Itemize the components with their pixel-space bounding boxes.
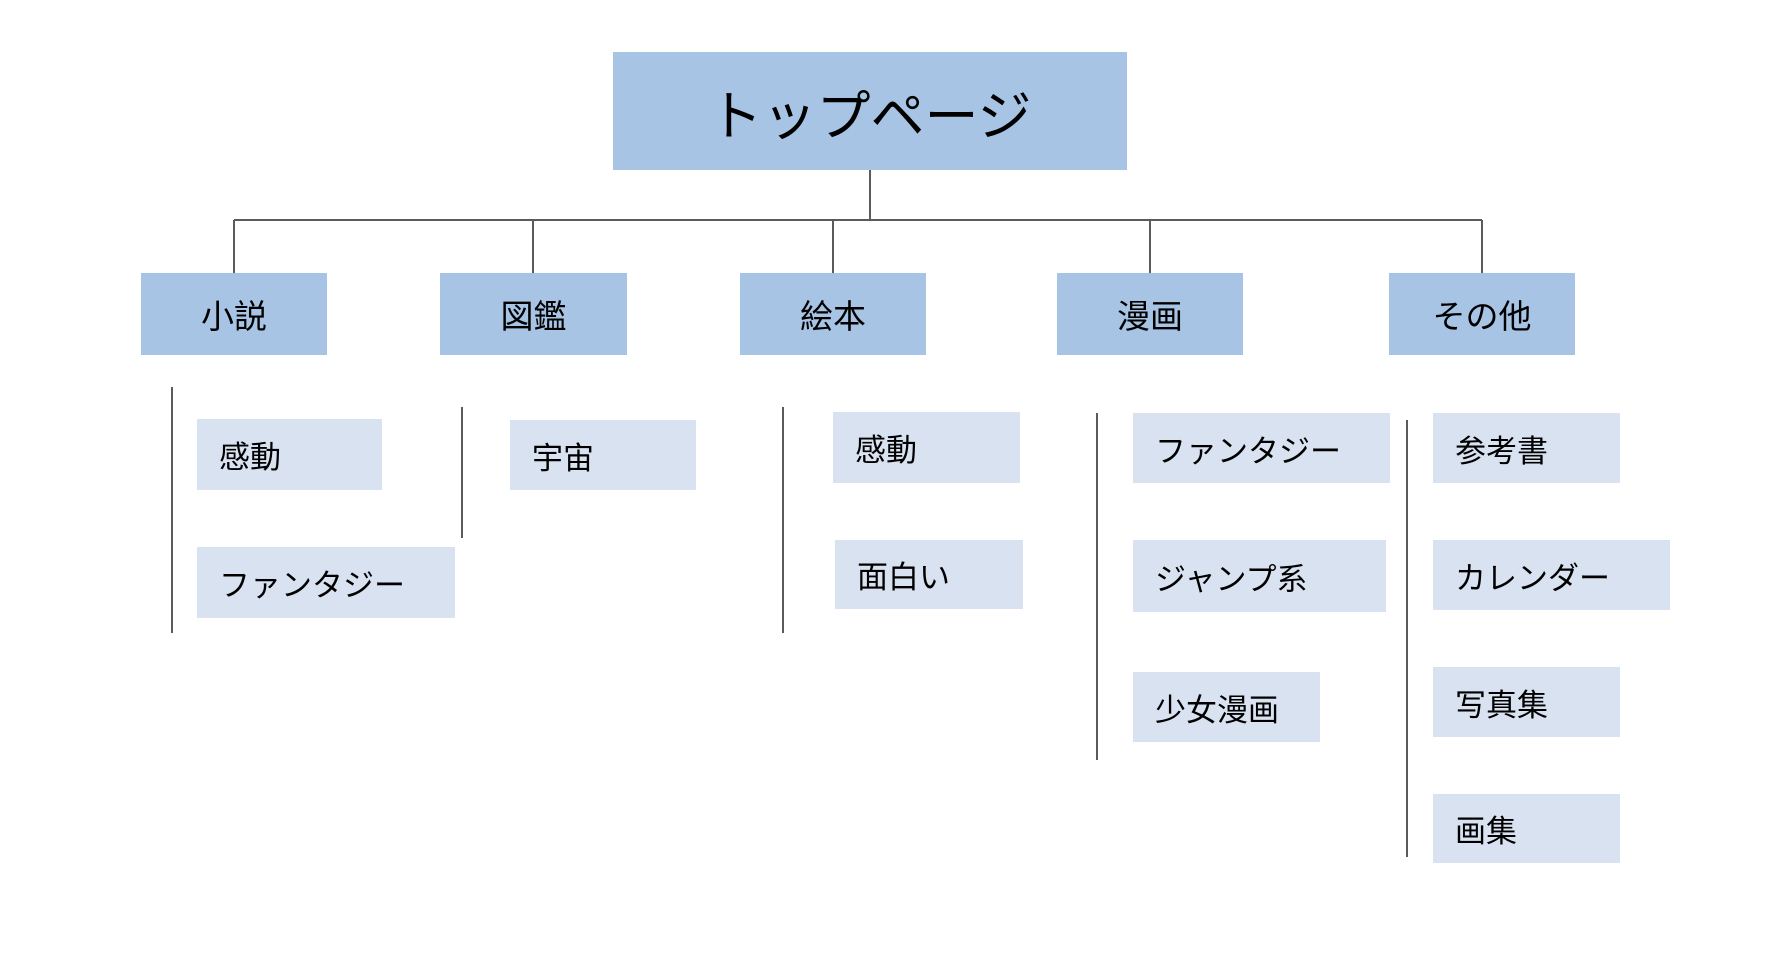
node-other-sankousho: 参考書 — [1433, 413, 1620, 483]
node-novel-kando: 感動 — [197, 419, 382, 490]
node-manga-fantasy: ファンタジー — [1133, 413, 1390, 483]
node-category-ehon: 絵本 — [740, 273, 926, 355]
node-other-shashinshuu: 写真集 — [1433, 667, 1620, 737]
node-manga-shoujo: 少女漫画 — [1133, 672, 1320, 742]
node-category-other: その他 — [1389, 273, 1575, 355]
node-top-page: トップページ — [613, 52, 1127, 170]
node-other-calendar: カレンダー — [1433, 540, 1670, 610]
node-zukan-uchuu: 宇宙 — [510, 420, 696, 490]
node-other-gashuu: 画集 — [1433, 794, 1620, 863]
node-category-manga: 漫画 — [1057, 273, 1243, 355]
node-novel-fantasy: ファンタジー — [197, 547, 455, 618]
node-category-zukan: 図鑑 — [440, 273, 627, 355]
node-manga-jump: ジャンプ系 — [1133, 540, 1386, 612]
node-category-novel: 小説 — [141, 273, 327, 355]
node-ehon-kando: 感動 — [833, 412, 1020, 483]
node-ehon-omoshiroi: 面白い — [835, 540, 1023, 609]
